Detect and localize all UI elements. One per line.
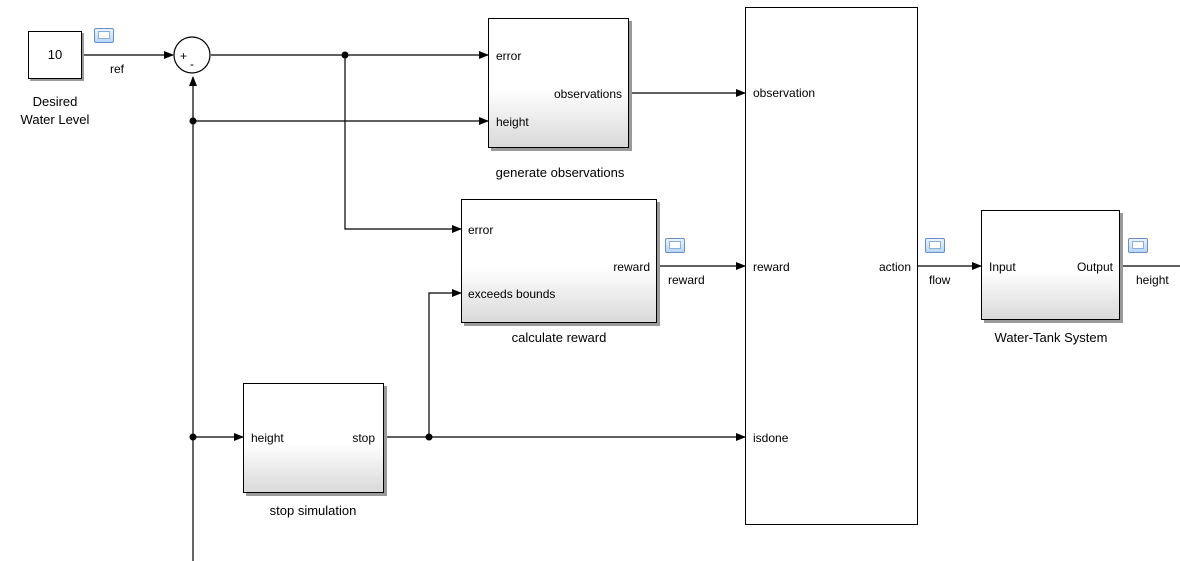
port-reward: reward — [753, 260, 790, 274]
signal-ref-label: ref — [110, 62, 125, 76]
signal-viewer-icon[interactable] — [1128, 238, 1148, 253]
generate-observations-block[interactable]: error height observations — [488, 18, 629, 148]
port-observations: observations — [553, 87, 622, 101]
junction-height-top — [189, 117, 197, 125]
port-error: error — [468, 223, 494, 237]
junction-height-bottom — [189, 433, 197, 441]
signal-viewer-icon[interactable] — [665, 238, 685, 253]
line-error-to-reward — [344, 55, 462, 233]
svg-text:-: - — [190, 57, 194, 71]
sum-block — [173, 36, 211, 74]
stop-simulation-caption: stop simulation — [269, 503, 357, 518]
port-exceeds-bounds: exceeds bounds — [468, 287, 556, 301]
port-reward: reward — [613, 260, 650, 274]
signal-height-label: height — [1136, 273, 1169, 287]
junction-error — [341, 51, 349, 59]
constant-caption-line1: Desired — [32, 94, 78, 109]
stop-simulation-block[interactable]: height stop — [243, 383, 384, 493]
junction-stop — [425, 433, 433, 441]
signal-reward-label: reward — [668, 273, 705, 287]
signal-flow-label: flow — [929, 273, 951, 287]
port-output: Output — [1076, 260, 1113, 274]
water-tank-block[interactable]: Input Output — [981, 210, 1120, 320]
port-height: height — [496, 115, 529, 129]
port-observation: observation — [753, 86, 816, 100]
constant-caption-line2: Water Level — [20, 112, 90, 127]
constant-value: 10 — [47, 47, 63, 62]
line-stop-to-exceeds — [428, 289, 462, 437]
signal-viewer-icon[interactable] — [925, 238, 945, 253]
rl-agent-block[interactable]: observation reward isdone action — [745, 7, 918, 525]
port-height: height — [251, 431, 284, 445]
port-stop: stop — [352, 431, 375, 445]
generate-observations-caption: generate observations — [495, 165, 625, 180]
calculate-reward-block[interactable]: error exceeds bounds reward — [461, 199, 657, 323]
port-input: Input — [989, 260, 1016, 274]
calculate-reward-caption: calculate reward — [511, 330, 607, 345]
constant-block[interactable]: 10 — [28, 31, 82, 79]
port-isdone: isdone — [753, 431, 789, 445]
water-tank-caption: Water-Tank System — [994, 330, 1108, 345]
port-action: action — [878, 260, 911, 274]
svg-text:+: + — [180, 49, 187, 63]
signal-viewer-icon[interactable] — [94, 28, 114, 43]
port-error: error — [496, 49, 522, 63]
